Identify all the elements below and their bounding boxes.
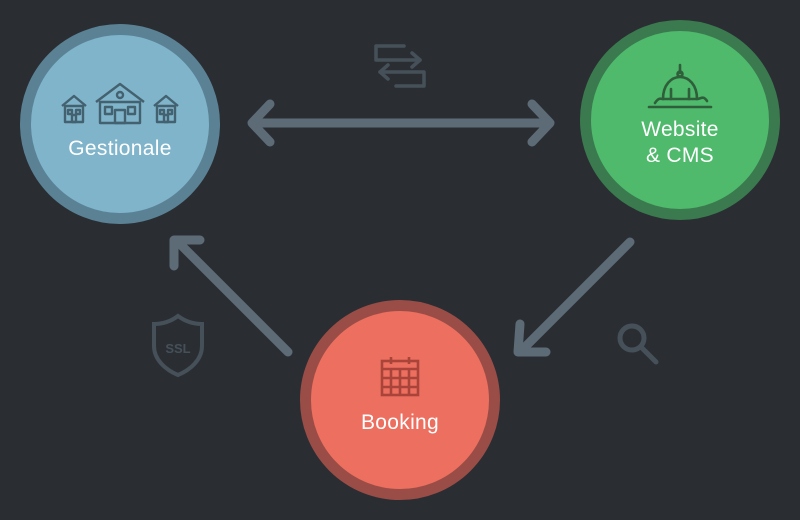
dome-icon: [647, 63, 713, 109]
shield-icon: SSL: [152, 313, 204, 378]
node-booking: Booking: [300, 300, 500, 500]
node-booking-label: Booking: [361, 411, 439, 434]
search-icon: [617, 323, 659, 365]
ssl-badge: SSL: [148, 312, 208, 378]
node-website: Website & CMS: [580, 20, 780, 220]
node-gestionale: Gestionale: [20, 24, 220, 224]
arrow-website-to-booking: [513, 237, 635, 357]
double-arrow-gestionale-website: [247, 99, 555, 147]
node-website-label: Website & CMS: [641, 118, 719, 167]
ssl-text: SSL: [165, 341, 190, 356]
calendar-icon: [380, 357, 420, 397]
houses-icon: [61, 82, 179, 125]
sync-arrows-icon: [374, 44, 426, 88]
arrow-booking-to-gestionale: [169, 235, 293, 357]
node-gestionale-label: Gestionale: [68, 137, 172, 160]
